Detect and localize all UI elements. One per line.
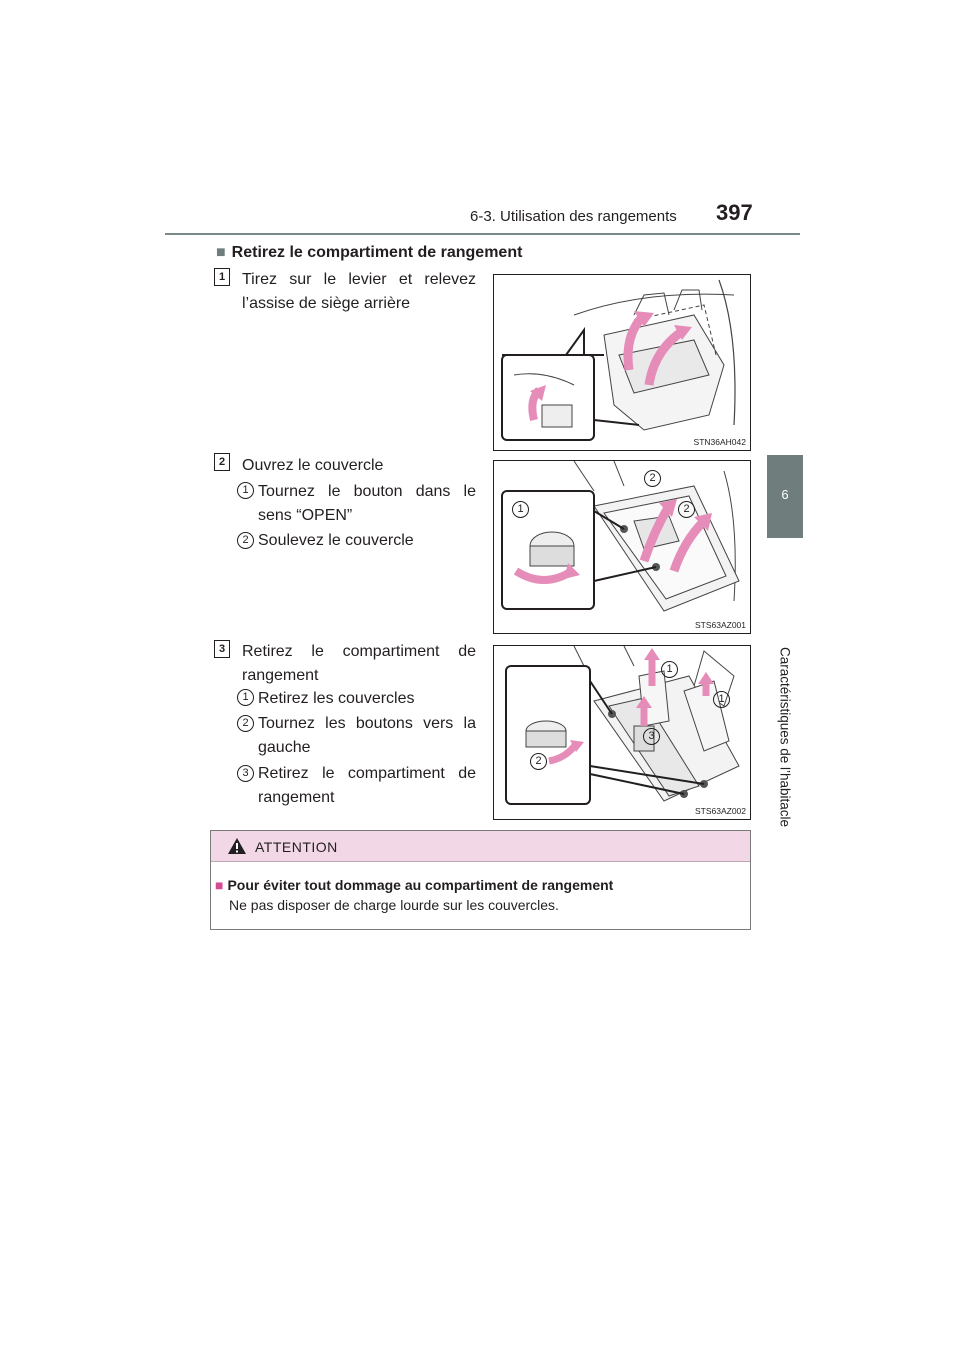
substep-text: Tournez le bouton dans le sens “OPEN” [258,483,476,524]
figure-callout: 1 [713,691,730,708]
step-number-2: 2 [214,453,230,471]
figure-seat-lift: STN36AH042 [493,274,751,451]
figure-callout: 2 [644,470,661,487]
figure-callout: 2 [530,753,547,770]
figure-callout: 1 [661,661,678,678]
substep-text: Retirez les couvercles [258,690,415,707]
substep-text: Soulevez le couvercle [258,532,414,549]
page-number: 397 [716,200,753,225]
attention-subheading: ■Pour éviter tout dommage au compartimen… [215,877,613,893]
substep-number: 3 [237,765,254,782]
header-rule [165,233,800,235]
step-number-1: 1 [214,268,230,286]
figure-callout: 1 [512,501,529,518]
figure-code: STS63AZ002 [694,806,746,816]
figure-callout: 3 [643,728,660,745]
figure-open-cover: 1 2 2 STS63AZ001 [493,460,751,634]
remove-compartment-illustration [505,646,740,805]
step-3-text: Retirez le compartiment de rangement [242,643,476,684]
substep-number: 2 [237,532,254,549]
chapter-tab-rule [767,537,803,538]
section-heading-text: Retirez le compartiment de rangement [231,244,523,261]
chapter-tab [767,455,803,537]
substep-text: Retirez le compartiment de rangement [258,765,476,806]
step-number-3: 3 [214,640,230,658]
open-cover-illustration [501,461,740,612]
step-1-text: Tirez sur le levier et relevez l’assise … [242,271,476,312]
attention-header: ATTENTION [211,831,750,862]
chapter-tab-number: 6 [781,487,789,502]
step-2-text: Ouvrez le couvercle [242,457,384,474]
attention-marker: ■ [215,877,224,893]
figure-code: STS63AZ001 [694,620,746,630]
figure-code: STN36AH042 [693,437,746,447]
attention-body: Ne pas disposer de charge lourde sur les… [229,897,559,913]
attention-title: ATTENTION [255,839,338,855]
attention-subheading-text: Pour éviter tout dommage au compartiment… [227,877,614,893]
running-header-section: 6-3. Utilisation des rangements [470,208,677,225]
seat-lift-illustration [501,279,736,441]
section-heading: ■ Retirez le compartiment de rangement [216,244,522,262]
figure-callout: 2 [678,501,695,518]
substep-text: Tournez les boutons vers la gauche [258,715,476,756]
attention-box: ATTENTION ■Pour éviter tout dommage au c… [210,830,751,930]
substep-number: 1 [237,689,254,706]
substep-number: 2 [237,715,254,732]
section-marker: ■ [216,244,226,261]
substep-number: 1 [237,482,254,499]
chapter-tab-label: Caractéristiques de l’habitacle [777,646,793,828]
figure-remove-compartment: 1 1 3 2 STS63AZ002 [493,645,751,820]
warning-triangle-icon [228,838,246,854]
